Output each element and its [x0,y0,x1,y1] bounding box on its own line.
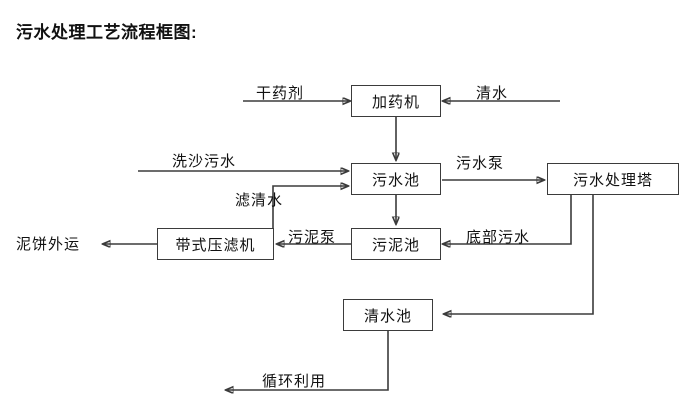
node-sewage-pool[interactable]: 污水池 [351,163,441,195]
edge-label-sand-washing-sewage: 洗沙污水 [172,153,237,170]
node-clean-water-pool[interactable]: 清水池 [343,299,433,331]
node-label: 带式压滤机 [175,236,256,254]
edge-label-sludge-pump: 污泥泵 [288,229,337,246]
wire-tower-bottom-to-sludge [443,195,572,244]
terminal-label-recycle-reuse: 循环利用 [262,373,327,390]
edge-label-clean-water-in: 清水 [476,85,509,102]
node-label: 加药机 [371,93,420,111]
node-belt-filter-press[interactable]: 带式压滤机 [157,228,274,260]
edge-label-sewage-pump: 污水泵 [456,155,505,172]
node-sewage-treatment-tower[interactable]: 污水处理塔 [547,163,679,195]
node-label: 污泥池 [371,236,420,254]
node-label: 清水池 [363,307,412,325]
edge-label-dry-agent: 干药剂 [256,85,305,102]
node-sludge-pool[interactable]: 污泥池 [351,228,441,260]
wire-clean-pool-to-recycle [226,331,389,390]
node-label: 污水处理塔 [572,171,653,189]
node-label: 污水池 [371,171,420,189]
edge-label-bottom-sewage: 底部污水 [466,229,531,246]
wire-tower-to-clean-pool [444,195,594,314]
node-dosing-machine[interactable]: 加药机 [351,85,441,117]
wire-filtered-water-to-pool [272,186,348,228]
terminal-label-mud-cake-outbound: 泥饼外运 [16,236,81,253]
page-title: 污水处理工艺流程框图: [16,23,198,42]
edge-label-filtered-clear-water: 滤清水 [235,192,284,209]
